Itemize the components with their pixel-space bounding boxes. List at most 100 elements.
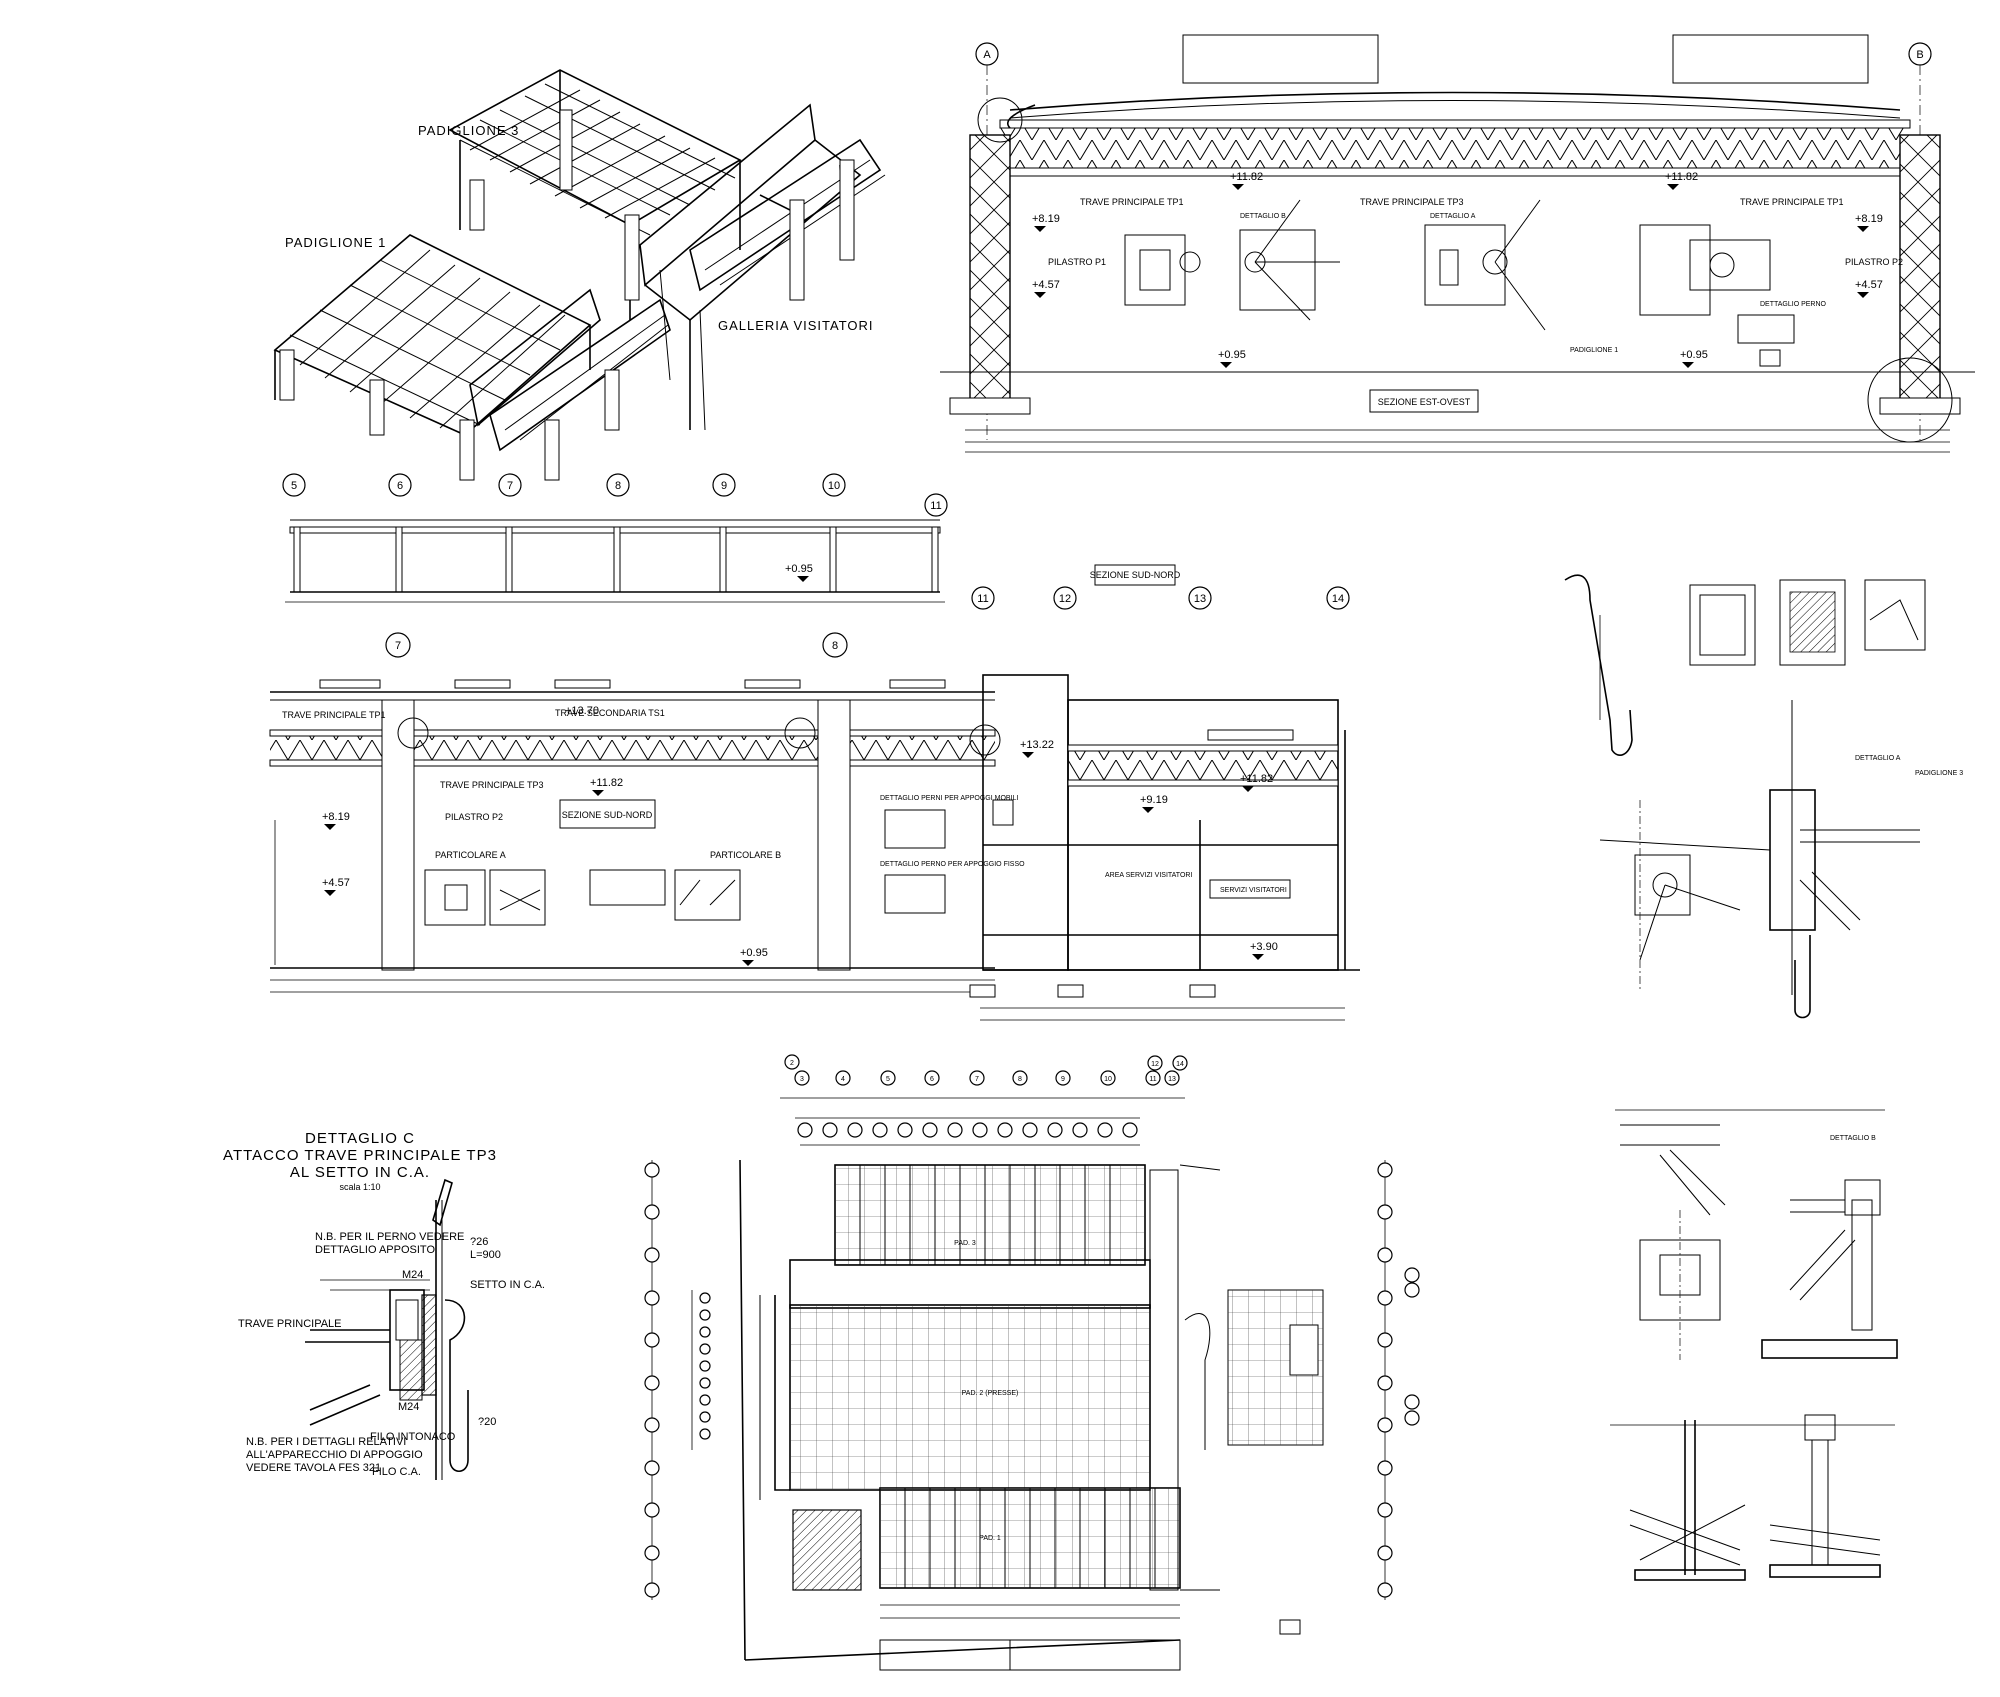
grid-bubble bbox=[1326, 586, 1350, 610]
grid-bubbles-elevation: 5 6 7 8 9 10 11 bbox=[282, 473, 948, 517]
level-marker bbox=[1252, 954, 1264, 960]
label-filo-intonaco: FILO INTONACO bbox=[370, 1431, 456, 1443]
grid-bubble bbox=[794, 1070, 810, 1086]
label-padiglione-1-section: PADIGLIONE 1 bbox=[1570, 347, 1618, 354]
level-label: +11.82 bbox=[1665, 171, 1698, 183]
level-label: +13.22 bbox=[1020, 739, 1054, 751]
level-label: +3.90 bbox=[1250, 941, 1278, 953]
label-dettaglio-perno: DETTAGLIO PERNO bbox=[1760, 301, 1827, 308]
label-particolare-b: PARTICOLARE B bbox=[710, 850, 781, 860]
grid-label: 10 bbox=[828, 480, 840, 492]
bottom-right-details: DETTAGLIO B bbox=[1610, 1109, 1898, 1581]
grid-label: 8 bbox=[1018, 1076, 1022, 1083]
grid-label: 6 bbox=[397, 480, 403, 492]
floor-plan: 2 3 4 5 6 7 8 9 10 11 12 13 14 bbox=[644, 1054, 1420, 1671]
grid-label: 5 bbox=[886, 1076, 890, 1083]
est-ovest-details bbox=[1124, 199, 1795, 367]
grid-bubble bbox=[388, 473, 412, 497]
label-dettaglio-a-right: DETTAGLIO A bbox=[1855, 755, 1901, 762]
level-label: +4.57 bbox=[1855, 279, 1883, 291]
label-padiglione-1: PADIGLIONE 1 bbox=[285, 235, 386, 250]
grid-label: 4 bbox=[841, 1076, 845, 1083]
label-d20: ?20 bbox=[478, 1416, 496, 1428]
level-marker bbox=[742, 960, 754, 966]
detail-c: DETTAGLIO C ATTACCO TRAVE PRINCIPALE TP3… bbox=[223, 1130, 545, 1480]
section-est-ovest: A B bbox=[940, 34, 1975, 453]
grid-bubble-7 bbox=[385, 632, 411, 658]
label-trave-secondaria: TRAVE SECONDARIA TS1 bbox=[555, 708, 665, 718]
detail-c-title: DETTAGLIO C bbox=[305, 1130, 415, 1147]
label-trave-tp3-sud: TRAVE PRINCIPALE TP3 bbox=[440, 780, 544, 790]
plan-top-grid: 2 3 4 5 6 7 8 9 10 11 12 13 14 bbox=[784, 1054, 1188, 1086]
label-dettaglio-b: DETTAGLIO B bbox=[1240, 213, 1286, 220]
grid-bubble bbox=[784, 1054, 800, 1070]
label-perno-fisso: DETTAGLIO PERNO PER APPOGGIO FISSO bbox=[880, 861, 1025, 868]
label-trave-principale: TRAVE PRINCIPALE bbox=[238, 1318, 342, 1330]
levels-sud-nord: +13.70 +11.82 +8.19 +4.57 +0.95 bbox=[322, 705, 768, 966]
grid-bubble bbox=[606, 473, 630, 497]
grid-label: 11 bbox=[930, 500, 941, 512]
section-sud-nord: 7 8 SEZIONE SUD-NORD TRAVE P bbox=[269, 632, 1025, 993]
grid-bubbles-right: 11 12 13 14 bbox=[971, 586, 1350, 610]
level-marker bbox=[324, 890, 336, 896]
grid-label: 13 bbox=[1168, 1076, 1176, 1083]
level-marker bbox=[797, 576, 809, 582]
level-marker bbox=[1857, 226, 1869, 232]
iso-right-block bbox=[689, 138, 886, 301]
label-trave-tp1-sud: TRAVE PRINCIPALE TP1 bbox=[282, 710, 386, 720]
grid-bubble bbox=[1145, 1070, 1161, 1086]
level-label: +8.19 bbox=[1032, 213, 1060, 225]
grid-bubble bbox=[971, 586, 995, 610]
grid-bubble bbox=[1053, 586, 1077, 610]
grid-label: 13 bbox=[1194, 593, 1206, 605]
level-marker bbox=[1667, 184, 1679, 190]
grid-label: 14 bbox=[1332, 593, 1344, 605]
grid-bubble bbox=[1100, 1070, 1116, 1086]
grid-bubble bbox=[1147, 1055, 1163, 1071]
level-label: +11.82 bbox=[1230, 171, 1263, 183]
label-d26: ?26 bbox=[470, 1236, 488, 1248]
level-marker bbox=[592, 790, 604, 796]
level-label: +9.19 bbox=[1140, 794, 1168, 806]
level-label: +11.82 bbox=[590, 777, 623, 789]
grid-label: 9 bbox=[721, 480, 727, 492]
level-label: +0.95 bbox=[1218, 349, 1246, 361]
label-pilastro-p2-sud: PILASTRO P2 bbox=[445, 812, 503, 822]
detail-c-note1a: N.B. PER IL PERNO VEDERE bbox=[315, 1231, 464, 1243]
detail-c-note2b: ALL'APPARECCHIO DI APPOGGIO bbox=[246, 1449, 423, 1461]
label-area-servizi: AREA SERVIZI VISITATORI bbox=[1105, 872, 1192, 879]
detail-c-scale: scala 1:10 bbox=[339, 1182, 380, 1192]
label-galleria-visitatori: GALLERIA VISITATORI bbox=[718, 318, 874, 333]
title-sud-nord: SEZIONE SUD-NORD bbox=[562, 810, 653, 820]
label-pilastro-p2: PILASTRO P2 bbox=[1845, 257, 1903, 267]
label-setto-ca: SETTO IN C.A. bbox=[470, 1279, 545, 1291]
label-particolare-a: PARTICOLARE A bbox=[435, 850, 506, 860]
grid-bubble bbox=[924, 493, 948, 517]
level-marker bbox=[1232, 184, 1244, 190]
label-m24-top: M24 bbox=[402, 1269, 423, 1281]
iso-galleria bbox=[639, 103, 862, 431]
grid-label: 8 bbox=[615, 480, 621, 492]
grid-label: 14 bbox=[1176, 1061, 1184, 1068]
label-pilastro-p1: PILASTRO P1 bbox=[1048, 257, 1106, 267]
label-dettaglio-b-right: DETTAGLIO B bbox=[1830, 1135, 1876, 1142]
label-trave-tp1: TRAVE PRINCIPALE TP1 bbox=[1080, 197, 1184, 207]
grid-bubble bbox=[835, 1070, 851, 1086]
grid-bubble bbox=[1164, 1070, 1180, 1086]
level-label: +4.57 bbox=[1032, 279, 1060, 291]
grid-label: 7 bbox=[975, 1076, 979, 1083]
levels-sud-nord-right: +13.22 +11.82 +9.19 +3.90 bbox=[1020, 739, 1278, 960]
grid-bubble bbox=[1172, 1055, 1188, 1071]
level-label: +8.19 bbox=[1855, 213, 1883, 225]
grid-label: 7 bbox=[395, 640, 401, 652]
title-box-sud-nord bbox=[559, 799, 656, 829]
grid-bubble bbox=[924, 1070, 940, 1086]
title-est-ovest: SEZIONE EST-OVEST bbox=[1378, 397, 1471, 407]
grid-label: 10 bbox=[1104, 1076, 1112, 1083]
level-label: +0.95 bbox=[1680, 349, 1708, 361]
detail-c-note1b: DETTAGLIO APPOSITO bbox=[315, 1244, 435, 1256]
grid-bubble bbox=[498, 473, 522, 497]
level-label: +4.57 bbox=[322, 877, 350, 889]
